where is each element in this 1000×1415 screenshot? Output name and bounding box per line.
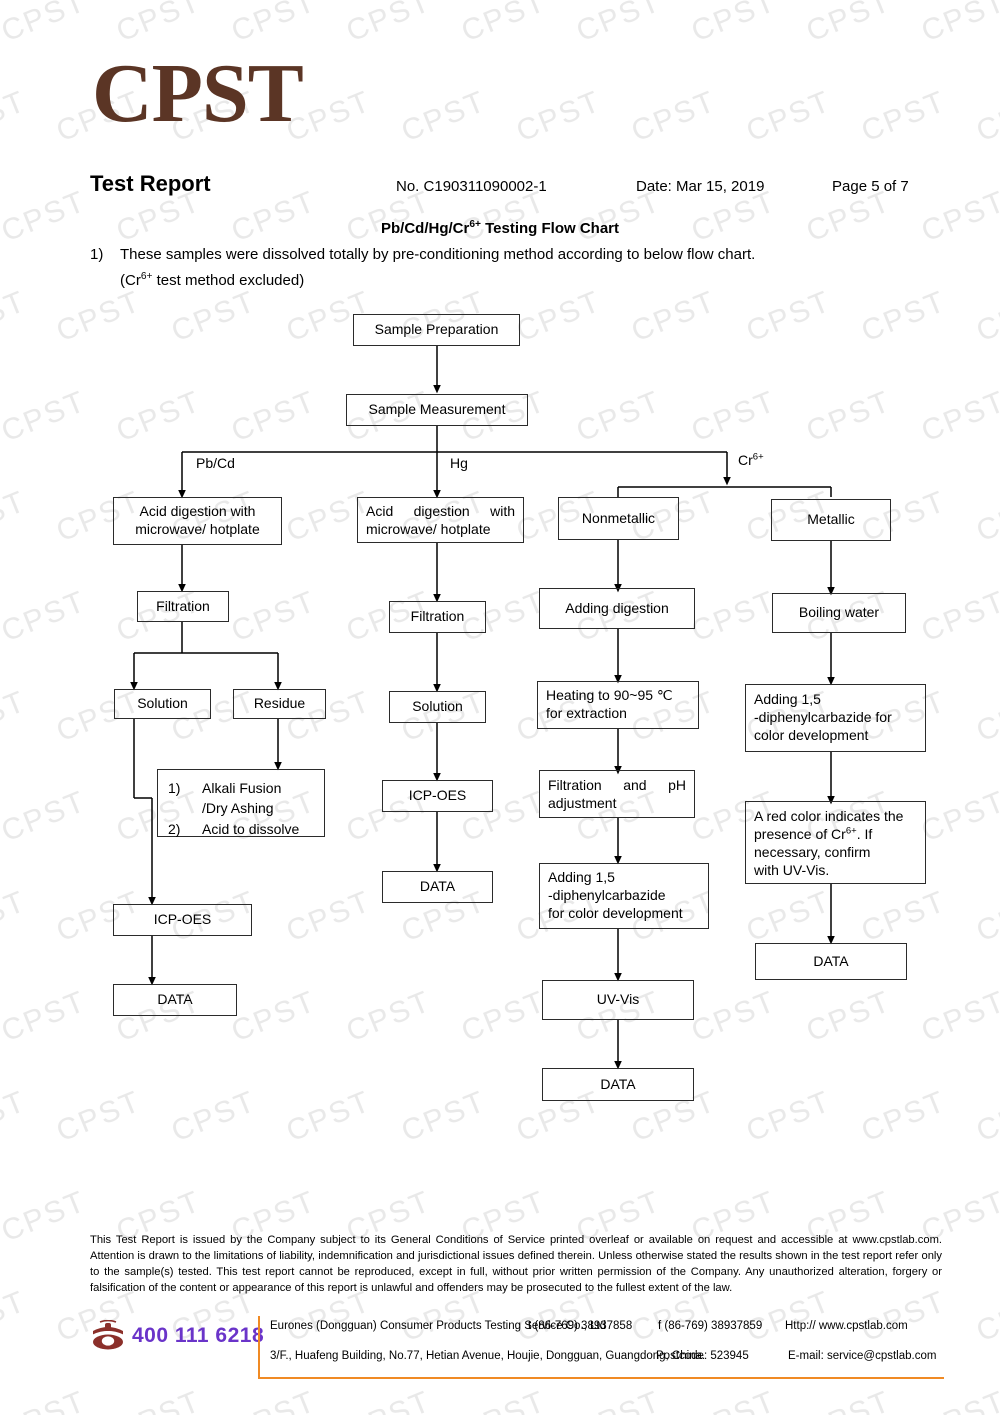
branch-label-cr-sup: 6+ [752,451,764,463]
footer-horizontal-rule [258,1377,944,1379]
branch-label-pbcd: Pb/Cd [196,455,235,471]
node-cr-nonmetallic[interactable]: Nonmetallic [558,497,679,540]
node-nm-filtration-line2: adjustment [548,794,617,811]
node-pbcd-filtration[interactable]: Filtration [137,591,229,622]
node-nm-filtration-line1: Filtration and pH [548,777,686,793]
node-m-red-line2-sup: 6+ [845,825,857,837]
footer-telephone: t (86-769) 38937858 [528,1320,633,1332]
node-m-data[interactable]: DATA [755,943,907,980]
node-pbcd-residue[interactable]: Residue [233,689,326,719]
list-index-1: 1) [168,780,181,796]
branch-label-cr-text: Cr [738,452,753,468]
list-item: 2) Acid to dissolve [168,819,314,839]
node-cr-metallic[interactable]: Metallic [771,499,891,541]
node-nm-adding-line3: for color development [548,904,683,921]
node-m-red-line4: with UV-Vis. [754,861,830,878]
page-footer: 400 111 6218 Eurones (Dongguan) Consumer… [88,1316,944,1392]
node-m-adding-line3: color development [754,726,869,743]
list-item: /Dry Ashing [168,798,314,818]
node-pbcd-acid-line1: Acid digestion with [139,503,256,520]
flowchart-heading-prefix: Pb/Cd/Hg/Cr [380,220,470,237]
node-nm-uv-vis[interactable]: UV-Vis [542,980,694,1020]
node-nm-adding-digestion[interactable]: Adding digestion [539,588,695,629]
node-nm-heating-line1: Heating to 90~95 ℃ [546,687,673,704]
cpst-logo: CPST [92,47,304,140]
node-nm-data[interactable]: DATA [542,1068,694,1101]
node-pbcd-icp-oes[interactable]: ICP-OES [113,904,252,936]
node-nm-heating-line2: for extraction [546,705,627,721]
list-text-1: Alkali Fusion [202,780,282,796]
note-line-2-post: test method excluded) [152,272,305,289]
report-date-value: Mar 15, 2019 [676,178,765,195]
report-number-label: No. [396,178,420,195]
list-item: 1) Alkali Fusion [168,778,314,798]
node-m-adding-line2: -diphenylcarbazide for [754,709,892,726]
note-line-1: These samples were dissolved totally by … [120,246,756,263]
report-number: No. C190311090002-1 [396,178,547,195]
node-nm-adding-line2: -diphenylcarbazide [548,887,666,904]
hotline-number: 400 111 6218 [132,1324,265,1347]
footer-company-name: Eurones (Dongguan) Consumer Products Tes… [270,1320,607,1332]
node-nm-heating[interactable]: Heating to 90~95 ℃ for extraction [537,681,699,729]
node-hg-icp-oes[interactable]: ICP-OES [382,780,493,812]
note-line-2-pre: (Cr [120,272,141,289]
flowchart-heading-suffix: Testing Flow Chart [480,220,620,237]
footer-vertical-rule [258,1316,260,1378]
report-date: Date: Mar 15, 2019 [636,178,764,195]
node-pbcd-data[interactable]: DATA [113,984,237,1016]
node-m-red-line2-pre: the presence of Cr [754,808,904,842]
node-hg-filtration[interactable]: Filtration [389,601,486,633]
flowchart-heading-sup: 6+ [469,219,481,230]
node-hg-acid-digestion[interactable]: Acid digestion with microwave/ hotplate [357,497,524,543]
node-m-red-color-indication[interactable]: A red color indicates the presence of Cr… [745,801,926,884]
branch-label-hg: Hg [450,455,468,471]
node-nm-adding-dpc[interactable]: Adding 1,5 -diphenylcarbazide for color … [539,863,709,929]
note-number: 1) [90,246,104,263]
node-hg-solution[interactable]: Solution [389,691,486,723]
node-m-red-line2: the presence of Cr6+. If [754,808,903,842]
footer-postcode: Postcode: 523945 [656,1350,749,1362]
node-m-red-line3: necessary, confirm [754,843,871,860]
node-hg-acid-line2: microwave/ hotplate [366,520,491,537]
node-pbcd-solution[interactable]: Solution [114,689,211,719]
note-line-2-sup: 6+ [140,271,153,282]
node-m-adding-line1: Adding 1,5 [754,691,821,708]
node-nm-adding-line1: Adding 1,5 [548,869,615,886]
node-m-boiling-water[interactable]: Boiling water [772,593,906,633]
node-pbcd-alkali-fusion-list[interactable]: 1) Alkali Fusion /Dry Ashing 2) Acid to … [157,769,325,837]
page-title: Test Report [90,171,211,196]
page-indicator: Page 5 of 7 [832,178,909,195]
report-number-value: C190311090002-1 [423,178,547,195]
note-line-2: (Cr6+ test method excluded) [120,271,305,289]
flowchart-heading: Pb/Cd/Hg/Cr6+ Testing Flow Chart [0,219,1000,237]
node-pbcd-acid-line2: microwave/ hotplate [135,521,260,537]
node-m-red-line1: A red color indicates [754,808,881,824]
node-sample-preparation[interactable]: Sample Preparation [353,314,520,346]
footer-address: 3/F., Huafeng Building, No.77, Hetian Av… [270,1350,706,1362]
footer-website[interactable]: Http:// www.cpstlab.com [785,1320,908,1332]
disclaimer-text: This Test Report is issued by the Compan… [90,1234,942,1294]
node-nm-filtration-ph[interactable]: Filtration and pH adjustment [539,770,695,818]
list-text-2: Acid to dissolve [202,820,300,837]
node-hg-acid-line1: Acid digestion with [366,503,515,519]
list-text-1b: /Dry Ashing [202,800,274,817]
branch-label-cr6: Cr6+ [738,452,764,468]
node-m-adding-dpc[interactable]: Adding 1,5 -diphenylcarbazide for color … [745,684,926,752]
footer-fax: f (86-769) 38937859 [658,1320,763,1332]
node-sample-measurement[interactable]: Sample Measurement [346,394,528,426]
telephone-icon [93,1320,123,1350]
list-index-2: 2) [168,820,181,837]
report-date-label: Date: [636,178,672,195]
node-hg-data[interactable]: DATA [382,871,493,903]
footer-email[interactable]: E-mail: service@cpstlab.com [788,1350,937,1362]
node-pbcd-acid-digestion[interactable]: Acid digestion with microwave/ hotplate [113,497,282,545]
node-m-red-line2-post: . If [856,825,873,842]
